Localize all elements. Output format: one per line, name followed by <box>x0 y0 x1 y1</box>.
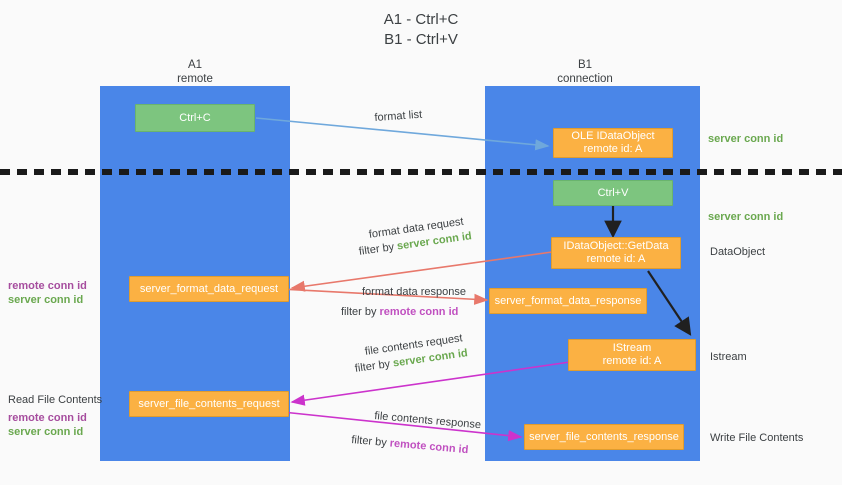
node-ctrl-c-label: Ctrl+C <box>179 111 211 124</box>
phase-divider <box>0 169 842 175</box>
edge-label-format-data-response-filter: filter by remote conn id <box>341 305 458 319</box>
filter-prefix-3: filter by <box>354 357 394 375</box>
node-idataobject-line1: OLE IDataObject <box>571 130 655 142</box>
column-b1-name: B1 <box>577 59 593 71</box>
node-server-format-data-request-label: server_format_data_request <box>139 282 279 295</box>
column-a1-name: A1 <box>187 59 203 71</box>
node-getdata-line2: remote id: A <box>586 253 646 265</box>
annotation-server-conn-id-top: server conn id <box>708 133 784 145</box>
annotation-istream: Istream <box>710 351 747 363</box>
node-server-format-data-request[interactable]: server_format_data_request <box>129 276 289 302</box>
node-istream-line2: remote id: A <box>602 355 662 367</box>
annotation-read-file-contents: Read File Contents <box>8 394 103 406</box>
node-server-file-contents-request-label: server_file_contents_request <box>138 397 280 410</box>
diagram-title: A1 - Ctrl+C B1 - Ctrl+V <box>0 10 842 50</box>
node-ctrl-v-label: Ctrl+V <box>597 186 629 199</box>
annotation-server-conn-id-left-1: server conn id <box>8 294 84 306</box>
node-idataobject-line2: remote id: A <box>583 143 643 155</box>
node-getdata-line1: IDataObject::GetData <box>563 240 669 252</box>
column-header-b1: B1 connection <box>495 58 675 86</box>
annotation-remote-conn-id-2: remote conn id <box>8 412 87 424</box>
column-b1-sub: connection <box>557 73 613 85</box>
edge-label-file-contents-response: file contents response <box>373 409 482 432</box>
node-istream-line1: IStream <box>612 342 652 354</box>
annotation-remote-conn-id-1: remote conn id <box>8 280 87 292</box>
node-istream[interactable]: IStream remote id: A <box>568 339 696 371</box>
edge-label-format-list: format list <box>374 108 423 124</box>
edge-label-file-contents-response-filter: filter by remote conn id <box>351 433 469 457</box>
node-ctrl-c[interactable]: Ctrl+C <box>135 104 255 132</box>
node-server-file-contents-request[interactable]: server_file_contents_request <box>129 391 289 417</box>
filter-key-remote-conn-id-1: remote conn id <box>379 306 459 318</box>
title-line-1: A1 - Ctrl+C <box>383 11 459 28</box>
node-server-format-data-response[interactable]: server_format_data_response <box>489 288 647 314</box>
filter-prefix-1: filter by <box>358 240 398 258</box>
title-line-2: B1 - Ctrl+V <box>384 31 458 48</box>
edge-label-format-data-response: format data response <box>362 286 466 298</box>
node-idataobject-getdata[interactable]: IDataObject::GetData remote id: A <box>551 237 681 269</box>
node-server-format-data-response-label: server_format_data_response <box>494 294 642 307</box>
node-ctrl-v[interactable]: Ctrl+V <box>553 180 673 206</box>
node-server-file-contents-response-label: server_file_contents_response <box>529 430 679 443</box>
column-a1-sub: remote <box>177 73 213 85</box>
annotation-dataobject: DataObject <box>710 246 766 258</box>
node-idataobject[interactable]: OLE IDataObject remote id: A <box>553 128 673 158</box>
column-header-a1: A1 remote <box>105 58 285 86</box>
annotation-write-file-contents: Write File Contents <box>710 432 804 444</box>
filter-prefix-2: filter by <box>341 306 380 318</box>
filter-key-remote-conn-id-2: remote conn id <box>389 437 469 457</box>
filter-prefix-4: filter by <box>350 433 391 450</box>
node-server-file-contents-response[interactable]: server_file_contents_response <box>524 424 684 450</box>
annotation-server-conn-id-mid: server conn id <box>708 211 784 223</box>
annotation-server-conn-id-left-2: server conn id <box>8 426 84 438</box>
